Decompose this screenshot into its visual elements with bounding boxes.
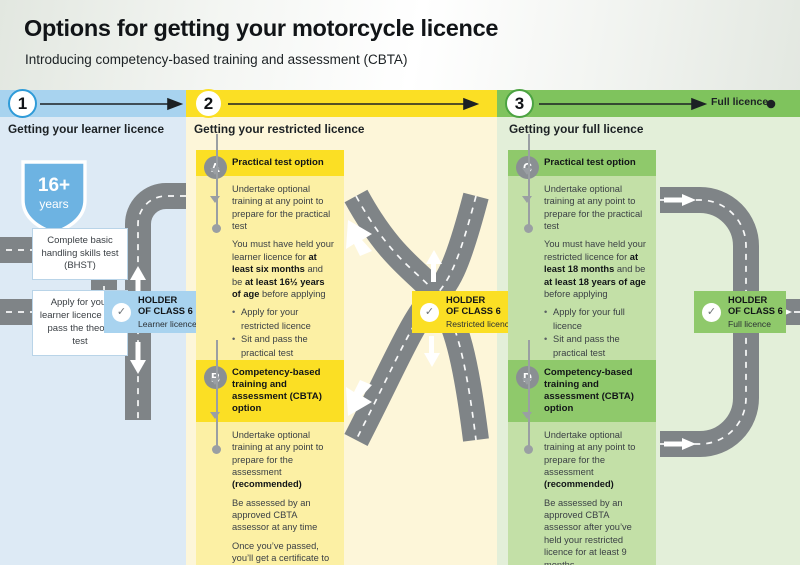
holder-line-1: HOLDER bbox=[138, 294, 178, 305]
header-background bbox=[0, 0, 800, 90]
panel-step: Undertake optional training at any point… bbox=[232, 183, 331, 232]
panel-rail bbox=[527, 340, 530, 452]
panel-step: You must have held your learner licence … bbox=[232, 239, 334, 299]
holder-line-1: HOLDER bbox=[446, 294, 486, 305]
panel-body-d: Undertake optional training at any point… bbox=[508, 340, 656, 565]
holder-badge-full: ✓ HOLDER OF CLASS 6 Full licence bbox=[694, 291, 786, 333]
full-licence-endpoint-label: Full licence bbox=[711, 96, 769, 108]
stage-number-2: 2 bbox=[194, 89, 223, 118]
panel-rail bbox=[527, 134, 530, 228]
check-icon: ✓ bbox=[702, 302, 721, 322]
panel-rail-arrow bbox=[210, 378, 220, 385]
panel-bullet: Sit and pass the practical test bbox=[544, 333, 646, 360]
panel-step: Once you’ve passed, you’ll get a certifi… bbox=[232, 540, 330, 564]
holder-sub-label: Learner licence bbox=[138, 319, 197, 329]
panel-bullets-a: Apply for your restricted licence Sit an… bbox=[232, 306, 334, 360]
panel-step: Undertake optional training at any point… bbox=[544, 429, 636, 490]
panel-rail-arrow bbox=[210, 196, 220, 203]
panel-option-d: D Competency-based training and assessme… bbox=[508, 340, 656, 565]
panel-rail-dot bbox=[211, 445, 221, 454]
holder-line-2: OF CLASS 6 bbox=[138, 305, 193, 316]
panel-bullets-c: Apply for your full licence Sit and pass… bbox=[544, 306, 646, 360]
panel-option-a: A Practical test option Undertake option… bbox=[196, 134, 344, 370]
holder-line-1: HOLDER bbox=[728, 294, 768, 305]
panel-option-c: C Practical test option Undertake option… bbox=[508, 134, 656, 370]
age-badge-unit: years bbox=[39, 197, 69, 211]
panel-rail bbox=[215, 340, 218, 452]
timeline-bar-restricted bbox=[186, 90, 497, 117]
holder-line-2: OF CLASS 6 bbox=[446, 305, 501, 316]
panel-rail-dot bbox=[523, 445, 533, 454]
panel-rail-arrow bbox=[522, 196, 532, 203]
age-badge: 16+ years bbox=[23, 160, 85, 232]
stage1-step-bhst: Complete basic handling skills test (BHS… bbox=[32, 228, 128, 280]
stage-number-3: 3 bbox=[505, 89, 534, 118]
age-badge-value: 16+ bbox=[37, 175, 71, 196]
holder-sub-label: Restricted licence bbox=[446, 319, 514, 329]
panel-step: Undertake optional training at any point… bbox=[232, 429, 324, 490]
panel-body-c: Undertake optional training at any point… bbox=[508, 134, 656, 370]
page-subtitle: Introducing competency-based training an… bbox=[25, 52, 408, 67]
panel-bullet: Sit and pass the practical test bbox=[232, 333, 334, 360]
panel-rail-arrow bbox=[210, 168, 220, 175]
panel-body-b: Undertake optional training at any point… bbox=[196, 340, 344, 565]
panel-step: Be assessed by an approved CBTA assessor… bbox=[544, 497, 632, 565]
stage-number-1: 1 bbox=[8, 89, 37, 118]
panel-rail bbox=[215, 134, 218, 228]
stage-label-restricted: Getting your restricted licence bbox=[194, 122, 365, 136]
panel-step: Be assessed by an approved CBTA assessor… bbox=[232, 497, 318, 533]
holder-sub-label: Full licence bbox=[728, 319, 771, 329]
check-icon: ✓ bbox=[112, 302, 131, 322]
panel-step: Undertake optional training at any point… bbox=[544, 183, 643, 232]
stage-label-full: Getting your full licence bbox=[509, 122, 644, 136]
panel-rail-dot bbox=[211, 224, 221, 233]
stage-label-learner: Getting your learner licence bbox=[8, 122, 165, 136]
panel-bullet: Apply for your full licence bbox=[544, 306, 646, 333]
panel-rail-arrow bbox=[522, 168, 532, 175]
panel-step: You must have held your restricted licen… bbox=[544, 239, 646, 299]
page-title: Options for getting your motorcycle lice… bbox=[24, 15, 499, 41]
check-icon: ✓ bbox=[420, 302, 439, 322]
panel-rail-arrow bbox=[522, 412, 532, 419]
panel-rail-arrow bbox=[210, 412, 220, 419]
panel-rail-dot bbox=[523, 224, 533, 233]
panel-body-a: Undertake optional training at any point… bbox=[196, 134, 344, 370]
holder-badge-restricted: ✓ HOLDER OF CLASS 6 Restricted licence bbox=[412, 291, 525, 333]
holder-line-2: OF CLASS 6 bbox=[728, 305, 783, 316]
panel-option-b: B Competency-based training and assessme… bbox=[196, 340, 344, 565]
panel-bullet: Apply for your restricted licence bbox=[232, 306, 334, 333]
panel-rail-arrow bbox=[522, 378, 532, 385]
